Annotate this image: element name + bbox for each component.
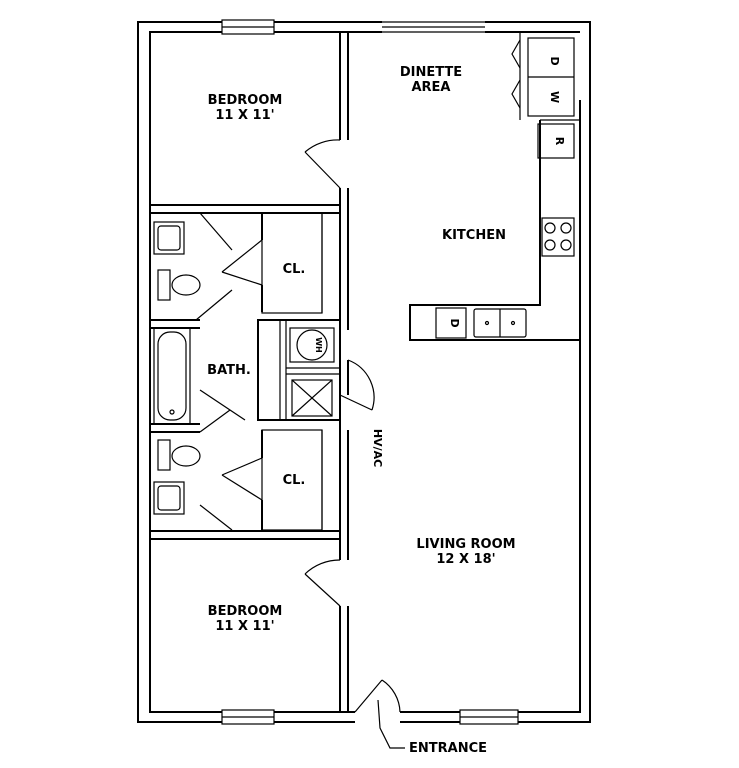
toilet-tank-top	[157, 269, 171, 301]
refrigerator-label: R	[553, 137, 566, 146]
entrance-leader	[377, 699, 405, 749]
hvac-label: HV/AC	[371, 429, 384, 467]
dinette-line1: DINETTE	[400, 65, 462, 80]
closet-bottom-label: CL.	[283, 473, 306, 488]
dishwasher	[435, 307, 467, 339]
entrance-label: ENTRANCE	[409, 741, 487, 756]
bath-label: BATH.	[207, 363, 251, 378]
mechanical	[289, 327, 335, 417]
living-room-name: LIVING ROOM	[416, 537, 515, 552]
water-heater-label: WH	[314, 337, 323, 353]
bedroom-top-name: BEDROOM	[208, 93, 283, 108]
range	[541, 217, 575, 257]
bathtub	[153, 327, 191, 425]
water-heater	[296, 329, 328, 361]
bedroom-bottom-name: BEDROOM	[208, 604, 283, 619]
bedroom-top-size: 11 X 11'	[215, 108, 274, 123]
living-room-size: 12 X 18'	[436, 552, 495, 567]
kitchen-label: KITCHEN	[442, 228, 506, 243]
sink-bottom	[153, 481, 185, 515]
toilet-tank-bottom	[157, 439, 171, 471]
bath-fixtures	[153, 221, 201, 515]
washer-label: W	[548, 91, 561, 103]
dishwasher-label: D	[448, 318, 461, 327]
closet-top-label: CL.	[283, 262, 306, 277]
refrigerator	[537, 123, 575, 159]
dryer-label: D	[548, 56, 561, 65]
toilet-bowl-top	[171, 274, 201, 296]
dinette-line2: AREA	[411, 80, 450, 95]
exterior-walls	[137, 19, 591, 725]
kitchen-counters	[409, 32, 580, 341]
toilet-bowl-bottom	[171, 445, 201, 467]
doors	[195, 39, 521, 713]
bedroom-bottom-size: 11 X 11'	[215, 619, 274, 634]
sink-top	[153, 221, 185, 255]
